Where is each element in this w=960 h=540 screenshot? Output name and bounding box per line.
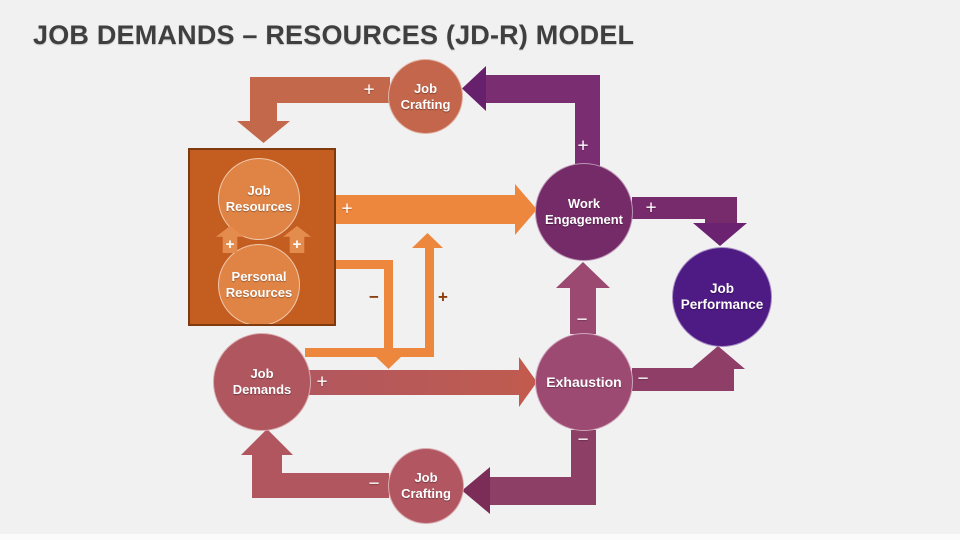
arrowhead-down-icon bbox=[237, 121, 290, 143]
node-label: Job Crafting bbox=[400, 80, 451, 112]
node-job-crafting-top: Job Crafting bbox=[388, 59, 463, 134]
sign-plus: + bbox=[363, 79, 375, 101]
arrow-segment bbox=[632, 197, 737, 219]
sign-plus: + bbox=[316, 371, 328, 393]
node-label: Job Crafting bbox=[401, 470, 451, 501]
node-label: Work Engagement bbox=[544, 196, 623, 227]
node-work-engagement: Work Engagement bbox=[535, 163, 633, 261]
arrow-segment bbox=[308, 370, 519, 395]
arrowhead-down-icon bbox=[693, 223, 747, 246]
arrow-segment bbox=[336, 260, 393, 269]
arrow-segment bbox=[336, 195, 515, 224]
sign-minus: − bbox=[369, 287, 379, 307]
plus-arrow-up-icon: + bbox=[283, 226, 311, 253]
arrow-segment bbox=[384, 260, 393, 355]
arrowhead-up-icon bbox=[556, 262, 610, 288]
node-label: Job Performance bbox=[680, 280, 764, 312]
sign-plus: + bbox=[438, 287, 448, 307]
arrow-segment bbox=[252, 455, 282, 498]
node-label: Job Resources bbox=[225, 183, 293, 214]
arrow-segment bbox=[570, 287, 596, 334]
sign-minus: − bbox=[576, 309, 588, 331]
node-job-resources: Job Resources bbox=[218, 158, 300, 240]
arrowhead-up-icon bbox=[691, 346, 745, 369]
node-label: Personal Resources bbox=[225, 269, 293, 300]
arrow-segment bbox=[305, 348, 434, 357]
node-label: Job Demands bbox=[232, 366, 292, 397]
arrow-segment bbox=[486, 75, 600, 103]
sign-plus: + bbox=[645, 197, 657, 219]
arrowhead-up-icon bbox=[412, 233, 443, 248]
arrowhead-left-icon bbox=[462, 467, 490, 514]
sign-plus: + bbox=[292, 235, 302, 253]
arrow-segment bbox=[632, 368, 734, 391]
sign-plus: + bbox=[577, 135, 589, 157]
bottom-strip bbox=[0, 534, 960, 540]
arrow-segment bbox=[250, 77, 277, 123]
arrowhead-left-icon bbox=[462, 66, 486, 111]
sign-minus: − bbox=[637, 368, 649, 390]
resources-box: Job Resources Personal Resources + + bbox=[188, 148, 336, 326]
node-exhaustion: Exhaustion bbox=[535, 333, 633, 431]
sign-plus: + bbox=[225, 235, 235, 253]
page-title: JOB DEMANDS – RESOURCES (JD-R) MODEL bbox=[33, 20, 635, 50]
arrowhead-up-icon bbox=[241, 429, 293, 455]
arrowhead-right-icon bbox=[515, 184, 537, 235]
arrowhead-down-icon bbox=[374, 355, 403, 369]
node-personal-resources: Personal Resources bbox=[218, 244, 300, 324]
arrow-segment bbox=[705, 218, 737, 224]
sign-plus: + bbox=[341, 198, 353, 220]
arrow-segment bbox=[489, 477, 596, 505]
arrow-segment bbox=[425, 248, 434, 348]
sign-minus: − bbox=[577, 429, 589, 451]
node-job-performance: Job Performance bbox=[672, 247, 772, 347]
node-job-crafting-bottom: Job Crafting bbox=[388, 448, 464, 524]
node-label: Exhaustion bbox=[546, 373, 622, 390]
node-job-demands: Job Demands bbox=[213, 333, 311, 431]
sign-minus: − bbox=[368, 473, 380, 495]
